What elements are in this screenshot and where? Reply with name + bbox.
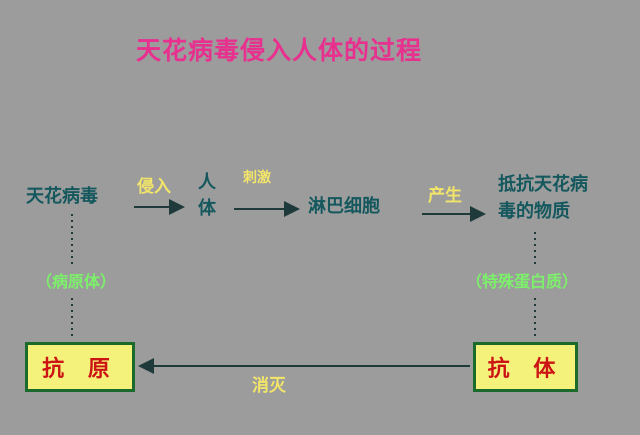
node-antibody-substance-line1: 抵抗天花病 [498, 174, 588, 195]
edge-label-invade: 侵入 [137, 177, 171, 197]
box-antigen: 抗 原 [25, 342, 135, 392]
note-special-protein: （特殊蛋白质） [466, 272, 579, 291]
node-antibody-substance-line2: 毒的物质 [498, 201, 570, 222]
node-body-line2: 体 [198, 198, 216, 219]
edge-label-eliminate: 消灭 [252, 376, 286, 396]
edge-label-produce: 产生 [428, 186, 462, 206]
node-body-line1: 人 [198, 172, 216, 193]
diagram-title: 天花病毒侵入人体的过程 [136, 36, 423, 65]
note-pathogen: （病原体） [36, 272, 117, 291]
node-virus: 天花病毒 [26, 186, 98, 207]
node-lymphocyte: 淋巴细胞 [308, 196, 380, 217]
box-antibody: 抗 体 [473, 342, 578, 392]
edge-label-stimulate: 刺激 [243, 170, 271, 186]
